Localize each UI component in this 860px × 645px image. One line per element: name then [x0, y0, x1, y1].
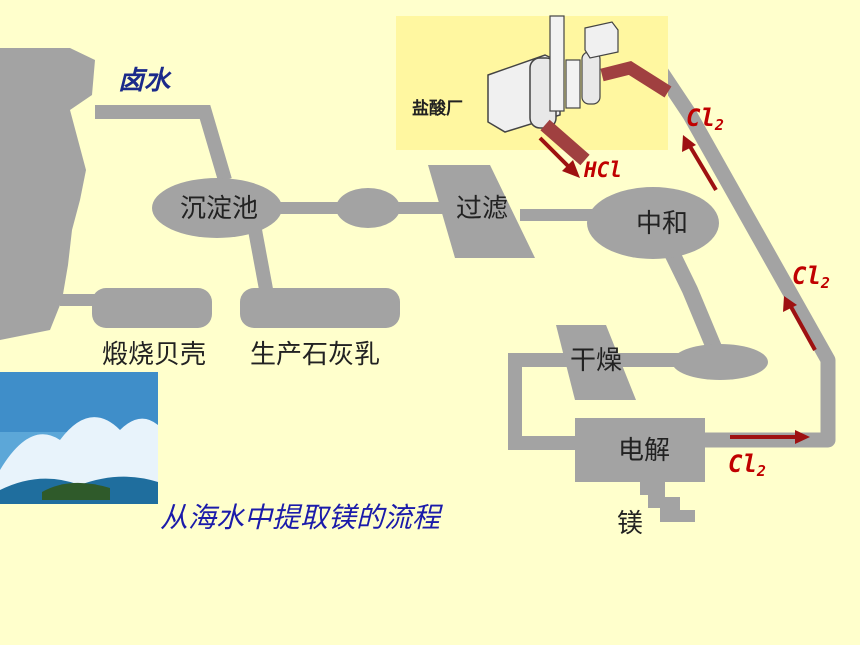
electrolysis-cell [575, 418, 705, 482]
label-hcl: HCl [584, 158, 622, 182]
label-settling-tank: 沉淀池 [180, 194, 259, 224]
factory-icon [487, 15, 619, 133]
coastline-shape [0, 48, 95, 340]
arrow-cl2-bottom [730, 430, 810, 444]
pipe-neutral-dry [660, 241, 723, 354]
label-brine: 卤水 [118, 66, 171, 96]
neutralization-vessel [587, 187, 719, 259]
label-produce-lime-milk: 生产石灰乳 [250, 340, 381, 370]
arrow-cl2-top [682, 135, 718, 192]
label-magnesium: 镁 [617, 509, 644, 539]
plant-cl2-pipe [600, 61, 672, 98]
caption-process-title: 从海水中提取镁的流程 [160, 501, 441, 534]
label-cl2-mid: Cl2 [792, 262, 830, 292]
label-calcine-shells: 煅烧贝壳 [102, 340, 207, 370]
label-drying: 干燥 [570, 346, 623, 376]
arrow-cl2-mid [783, 296, 817, 351]
drying-vessel [672, 344, 768, 380]
pipe-brine-intake [95, 105, 232, 182]
drying-unit [556, 325, 636, 400]
settling-tank [152, 178, 282, 238]
filter-unit [428, 165, 535, 258]
hcl-pipe [540, 119, 590, 166]
label-cl2-top: Cl2 [686, 104, 724, 134]
label-electrolysis: 电解 [618, 436, 671, 466]
lime-milk-unit [240, 288, 400, 328]
calcine-unit [92, 288, 212, 328]
intermediate-vessel [336, 188, 400, 228]
sea-wave-image [0, 372, 158, 504]
label-hcl-plant: 盐酸厂 [412, 99, 463, 119]
label-cl2-bottom: Cl2 [728, 450, 766, 480]
label-filtration: 过滤 [456, 194, 509, 224]
magnesium-outlet [640, 482, 695, 522]
label-neutralization: 中和 [636, 209, 689, 239]
arrow-hcl [538, 136, 580, 178]
